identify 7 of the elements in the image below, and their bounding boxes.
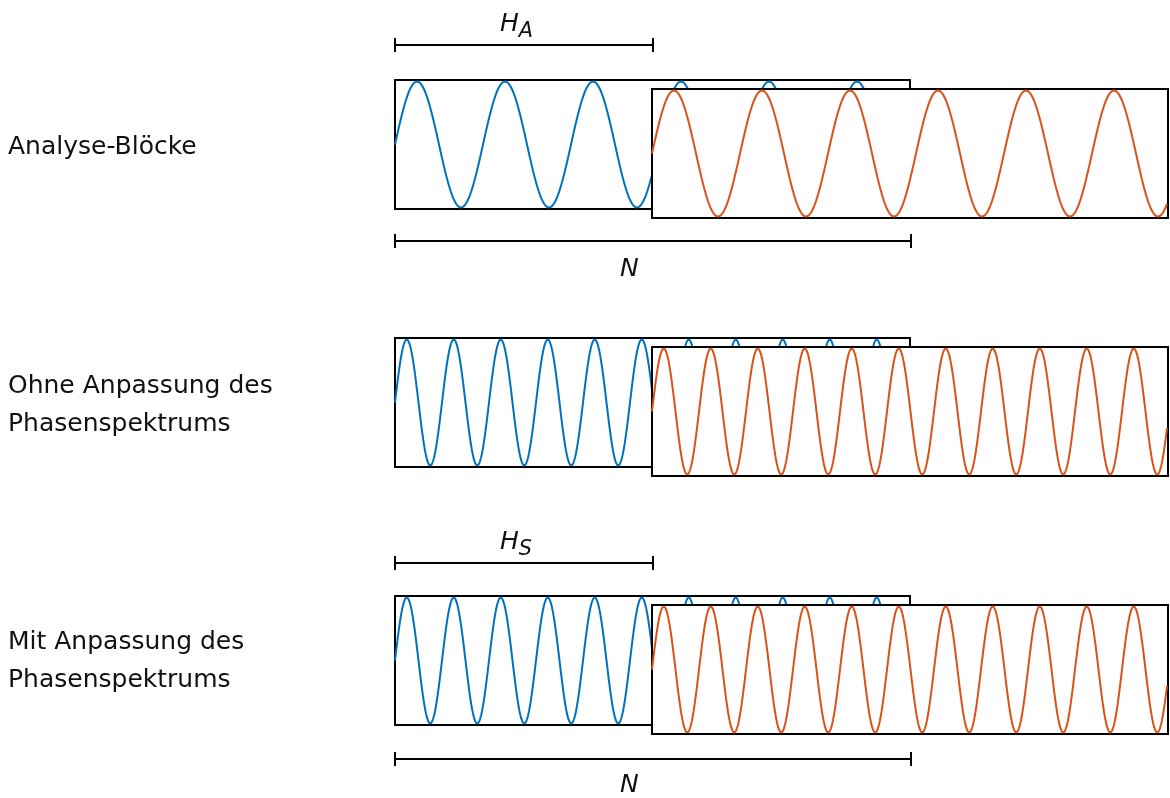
dimension-label: H$_{S}$ bbox=[500, 525, 533, 562]
dimension-label: N bbox=[620, 768, 639, 798]
dimension-label: N bbox=[620, 252, 639, 284]
row-label: Ohne Anpassung des Phasenspektrums bbox=[8, 369, 274, 439]
row-label: Analyse-Blöcke bbox=[8, 130, 197, 162]
dimension-label: H$_{A}$ bbox=[500, 7, 534, 44]
row-label: Mit Anpassung des Phasenspektrums bbox=[8, 625, 246, 695]
